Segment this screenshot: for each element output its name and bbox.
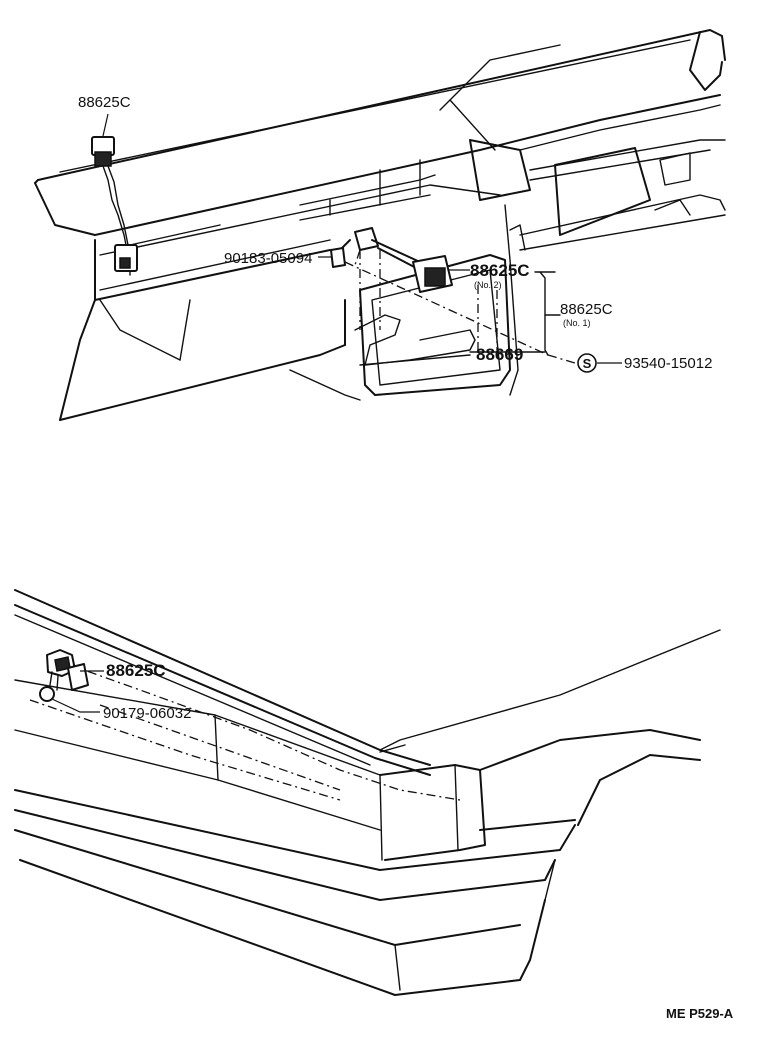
leader-lines-top (344, 249, 622, 364)
front-body-illustration (14, 589, 721, 996)
label-88625C-no1: 88625C (560, 301, 613, 318)
clip-90179-06032 (39, 686, 100, 713)
note-no2: (No. 2) (474, 280, 502, 290)
screw-symbol: S (577, 353, 597, 373)
label-88625C-no2: 88625C (470, 261, 530, 280)
label-88625C-bottom: 88625C (106, 661, 166, 680)
switch-88625C-no2 (354, 227, 470, 293)
diagram-code: ME P529-A (666, 1006, 734, 1021)
clip-90183-05094 (318, 247, 346, 268)
label-93540-15012: 93540-15012 (624, 355, 712, 372)
label-90183-05094: 90183-05094 (224, 250, 312, 267)
label-90179-06032: 90179-06032 (103, 705, 191, 722)
switch-88625C-top (91, 113, 138, 272)
switch-88625C-bottom (46, 649, 104, 691)
instrument-panel-illustration (34, 29, 726, 421)
symbol-s-text: S (583, 356, 592, 371)
label-88625C-top: 88625C (78, 94, 131, 111)
label-88669: 88669 (476, 345, 523, 364)
note-no1: (No. 1) (563, 318, 591, 328)
